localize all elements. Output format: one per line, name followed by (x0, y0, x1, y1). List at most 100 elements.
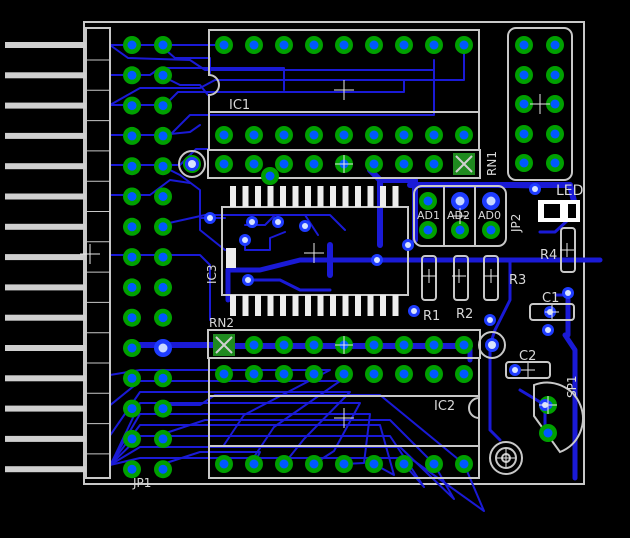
ic3-leg-bottom (230, 295, 236, 316)
jp1-pin (5, 102, 86, 109)
rn1-pin-7-drill (399, 159, 409, 169)
ic2-pin-top-2-drill (249, 369, 259, 379)
ic3-leg-bottom (255, 295, 261, 316)
hdr-pad-l-2-drill (519, 70, 529, 80)
trace (109, 44, 435, 71)
label-r3: R3 (509, 273, 526, 288)
jp1-pad-b-13-drill (158, 404, 168, 414)
ic3-leg-top (255, 186, 261, 207)
ic3-leg-top (355, 186, 361, 207)
trace (109, 44, 465, 106)
ic1-pin-top-7-drill (399, 40, 409, 50)
label-ad0: AD0 (478, 209, 501, 222)
via-drill (242, 237, 248, 243)
via-drill (512, 367, 518, 373)
ic1-pin-bottom-9-drill (459, 130, 469, 140)
ic2-pin-top-3-drill (279, 369, 289, 379)
jp1-pad-b-4-drill (158, 131, 168, 141)
hdr-pad-r-5-drill (550, 158, 560, 168)
ic3-leg-bottom (267, 295, 274, 316)
ic1-pin-bottom-6-drill (369, 130, 379, 140)
jp1-pad-a-7-drill (127, 222, 137, 232)
jp1-pin (5, 405, 86, 412)
ic3-leg-bottom (330, 295, 336, 316)
ic3-leg-top (267, 186, 274, 207)
trace (159, 164, 226, 251)
ic1-pin-bottom-1-drill (219, 130, 229, 140)
jp2-pad-ad0-top-drill (486, 196, 496, 206)
jp1-pad-a-10-drill (127, 313, 137, 323)
pads (123, 36, 564, 479)
ic2-pin-top-4-drill (309, 369, 319, 379)
ic2-pin-bottom-9-drill (459, 459, 469, 469)
c2-body (505, 361, 551, 379)
ic2-pin-bottom-3-drill (279, 459, 289, 469)
label-c2: C2 (519, 349, 536, 364)
label-ad2: AD2 (447, 209, 470, 222)
trace (538, 218, 570, 234)
ic1-pin-bottom-3-drill (279, 130, 289, 140)
via-ring (178, 150, 206, 178)
ic1-pin-top-6-drill (369, 40, 379, 50)
jp1-pin (5, 42, 86, 48)
ic2-pin-top-7-drill (399, 369, 409, 379)
jp1-pin (5, 284, 86, 291)
hdr-pad-r-3-drill (550, 99, 560, 109)
trace (244, 214, 319, 236)
jp1-pad-a-8-drill (127, 252, 137, 262)
jp1-pin (5, 435, 86, 442)
jp1-pad-a-11-drill (127, 343, 137, 353)
ic3-leg-top (242, 186, 249, 207)
trace (248, 278, 332, 292)
rn2-pin-2-drill (279, 340, 289, 350)
ic3-leg-bottom (242, 295, 249, 316)
label-r2: R2 (456, 307, 473, 322)
jp1-pad-a-2-drill (127, 70, 137, 80)
ic3-leg-top (380, 186, 386, 207)
jp2-pad-ad1-bot-drill (423, 225, 433, 235)
traces (109, 44, 603, 512)
jp1-pad-b-7-drill (158, 222, 168, 232)
jp1-pad-a-5-drill (127, 161, 137, 171)
ic1-pin-top-8-drill (429, 40, 439, 50)
label-jp2: JP2 (509, 214, 523, 233)
ic1-pin-top-5-drill (339, 40, 349, 50)
jp1-pin (5, 223, 86, 230)
trace (159, 214, 346, 231)
ic1-pin-bottom-7-drill (399, 130, 409, 140)
rn2-pin-7-drill (429, 340, 439, 350)
jp1-pad-a-4-drill (127, 131, 137, 141)
via-drill (374, 257, 380, 263)
trace (562, 297, 578, 481)
via-drill (487, 317, 493, 323)
via-ring (478, 331, 506, 359)
rn1-pin-3-drill (279, 159, 289, 169)
via-drill (207, 215, 213, 221)
label-ic1: IC1 (229, 98, 250, 113)
resistor-bodies (421, 227, 576, 379)
jp1-pad-b-10-drill (158, 313, 168, 323)
trace (109, 402, 361, 467)
ic2-pin-bottom-1-drill (219, 459, 229, 469)
header-jp1 (5, 27, 111, 485)
jp1-pad-a-15-drill (127, 464, 137, 474)
trace (488, 258, 512, 347)
jp1-pad-b-14-drill (158, 434, 168, 444)
trace (109, 79, 405, 106)
ic1-pin-bottom-4-drill (309, 130, 319, 140)
ic2-pin-bottom-7-drill (399, 459, 409, 469)
label-rn2: RN2 (209, 316, 234, 330)
jp1-pad-b-2-drill (158, 70, 168, 80)
hdr-pad-l-1-drill (519, 40, 529, 50)
via-drill (405, 242, 411, 248)
led-symbol (538, 200, 580, 222)
jp1-pad-a-14-drill (127, 434, 137, 444)
hdr-pad-r-1-drill (550, 40, 560, 50)
label-c1: C1 (542, 291, 559, 306)
jp1-pin (5, 375, 86, 382)
ic3-leg-top (392, 186, 399, 207)
trace (488, 343, 502, 442)
jp1-pad-b-15-drill (158, 464, 168, 474)
hdr-pad-l-4-drill (519, 129, 529, 139)
ic2-outline (208, 357, 480, 479)
